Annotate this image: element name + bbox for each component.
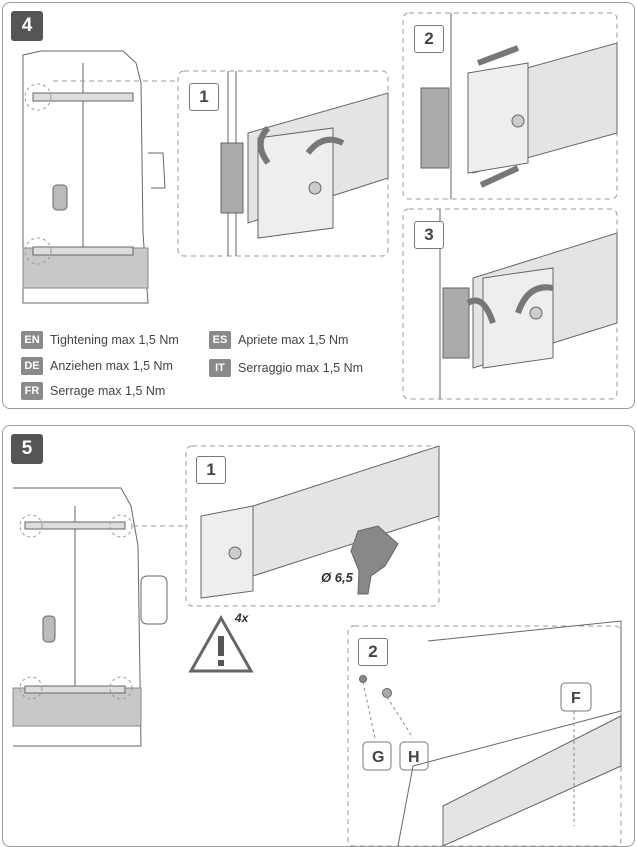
lang-code-de: DE bbox=[21, 357, 43, 375]
drill-size-label: Ø 6,5 bbox=[321, 570, 354, 585]
step-5-badge: 5 bbox=[11, 434, 43, 464]
sub-5-2-detail bbox=[359, 620, 622, 846]
lang-code-en: EN bbox=[21, 331, 43, 349]
sub-step-4-1-badge: 1 bbox=[189, 83, 219, 111]
part-h-frame bbox=[399, 741, 429, 771]
legend-text-en: Tightening max 1,5 Nm bbox=[50, 333, 179, 347]
legend-fr: FR Serrage max 1,5 Nm bbox=[21, 382, 165, 400]
part-g-label: G bbox=[372, 749, 384, 766]
sub-step-4-3-badge: 3 bbox=[414, 221, 444, 249]
sub-step-5-1-badge: 1 bbox=[196, 456, 226, 484]
lang-code-it: IT bbox=[209, 359, 231, 377]
part-f-frame bbox=[560, 682, 592, 712]
sub-3-detail bbox=[439, 209, 618, 399]
legend-text-fr: Serrage max 1,5 Nm bbox=[50, 384, 166, 398]
part-f-label: F bbox=[571, 690, 581, 707]
legend-de: DE Anziehen max 1,5 Nm bbox=[21, 357, 173, 375]
warning-icon bbox=[188, 614, 254, 673]
legend-en: EN Tightening max 1,5 Nm bbox=[21, 331, 179, 349]
sub-step-4-2-badge: 2 bbox=[414, 25, 444, 53]
part-g-frame bbox=[362, 741, 392, 771]
lang-code-fr: FR bbox=[21, 382, 43, 400]
van-rear-view-2 bbox=[12, 487, 188, 747]
warning-count-label: 4x bbox=[234, 611, 250, 625]
sub-5-2-frame bbox=[347, 625, 622, 846]
step-4-illustration bbox=[22, 12, 618, 400]
sub-5-1-frame bbox=[185, 445, 440, 607]
legend-text-de: Anziehen max 1,5 Nm bbox=[50, 359, 173, 373]
legend-text-it: Serraggio max 1,5 Nm bbox=[238, 361, 364, 375]
step-4-panel: 4 bbox=[2, 2, 635, 409]
step-4-badge: 4 bbox=[11, 11, 43, 41]
part-h-label: H bbox=[408, 749, 420, 766]
sub-step-5-2-badge: 2 bbox=[358, 638, 388, 666]
step-5-illustration: Ø 6,5 4x F G H bbox=[12, 445, 622, 846]
sub-5-1-detail bbox=[200, 445, 440, 599]
sub-2-detail bbox=[420, 13, 618, 199]
step-5-panel: 5 Ø 6,5 bbox=[2, 425, 635, 847]
legend-it: IT Serraggio max 1,5 Nm bbox=[209, 359, 363, 377]
sub-1-frame bbox=[177, 70, 389, 257]
sub-1-detail bbox=[220, 71, 389, 256]
legend-text-es: Apriete max 1,5 Nm bbox=[238, 333, 349, 347]
van-rear-view bbox=[22, 50, 178, 304]
legend-es: ES Apriete max 1,5 Nm bbox=[209, 331, 348, 349]
lang-code-es: ES bbox=[209, 331, 231, 349]
